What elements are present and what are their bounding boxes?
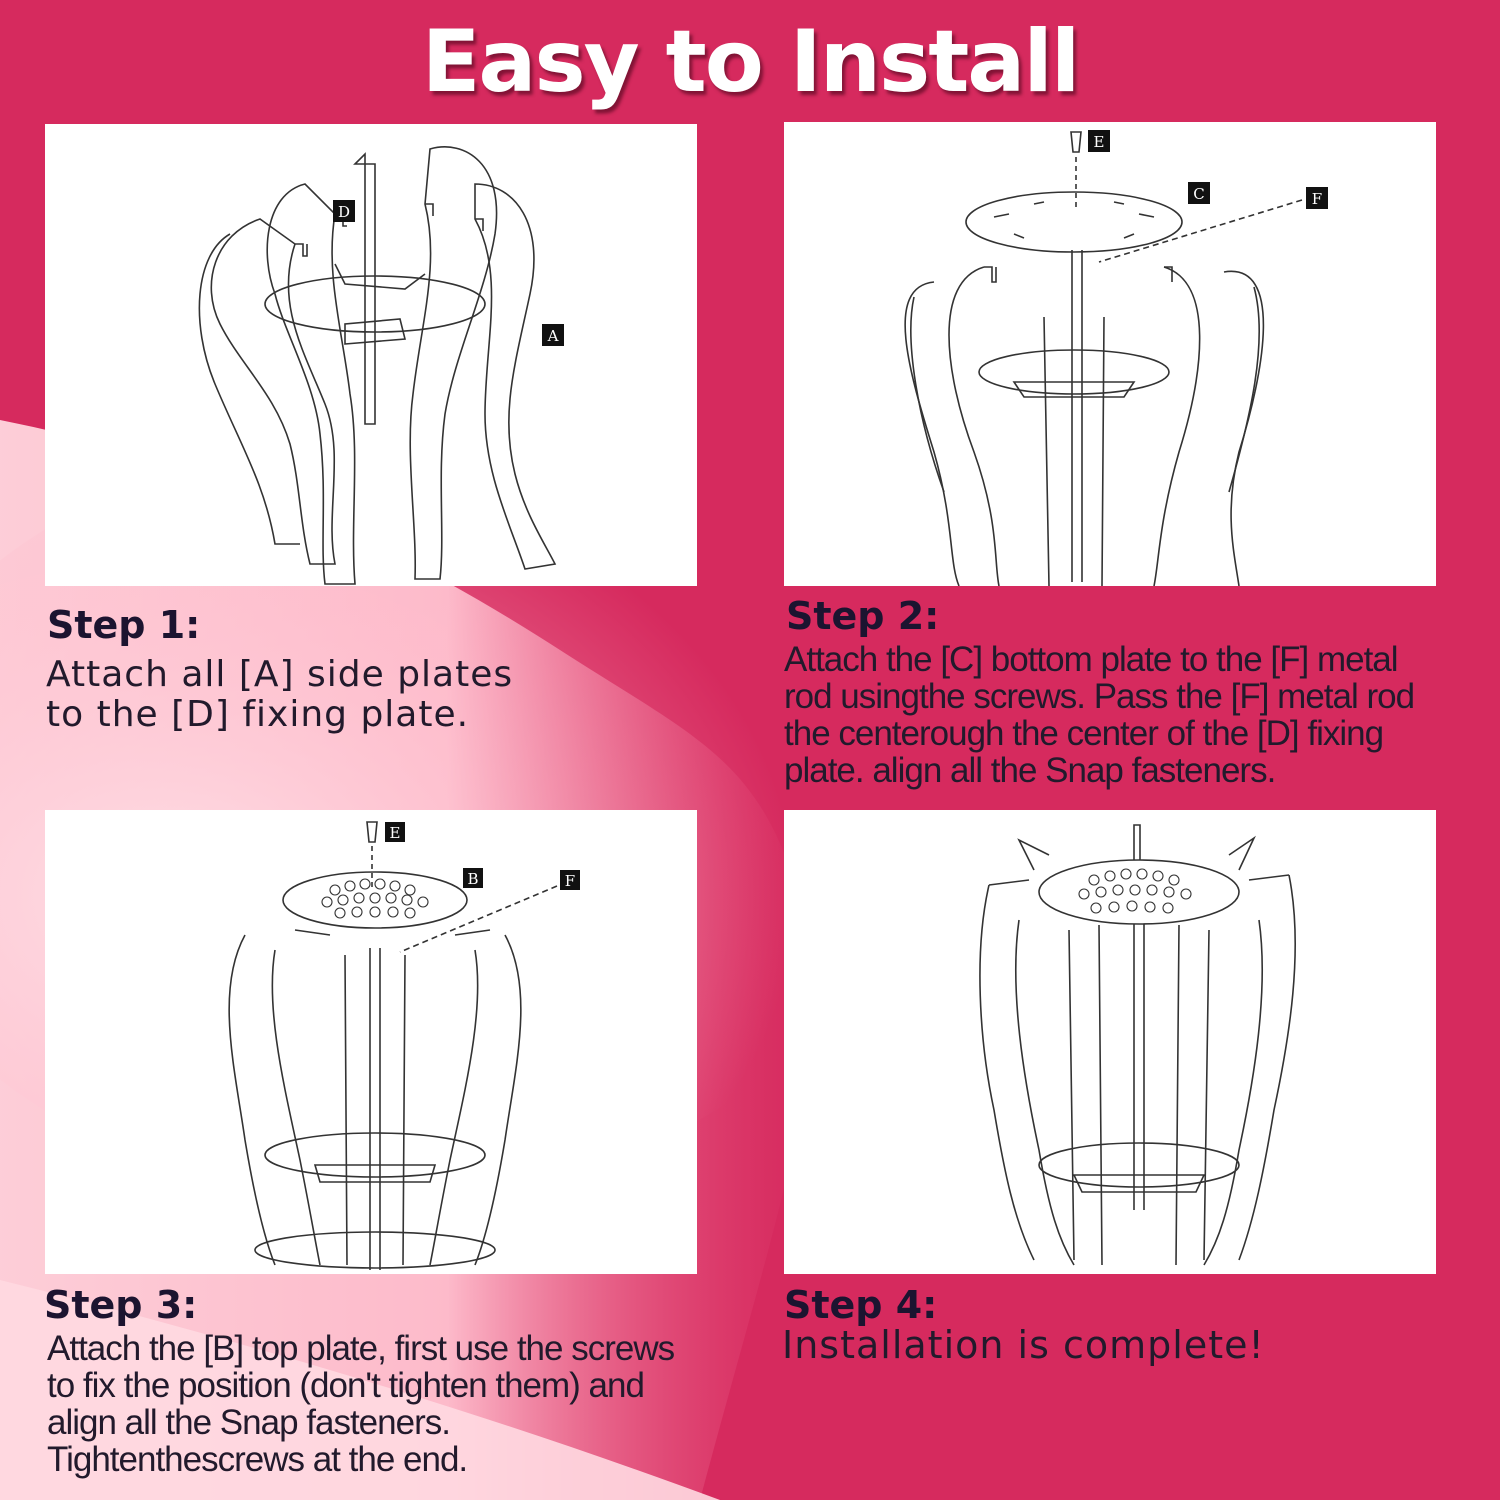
part-label-f: F [565, 872, 575, 890]
step-3-line: Attach the [B] top plate, first use the … [47, 1329, 675, 1368]
step-3-illustration: E B F [45, 810, 697, 1274]
step-4-line: Installation is complete! [782, 1323, 1265, 1367]
part-label-f: F [1312, 190, 1322, 208]
step-1-description: Attach all [A] side plates to the [D] fi… [46, 654, 514, 736]
page-title: Easy to Install [421, 12, 1081, 112]
step-2-line: rod usingthe screws. Pass the [F] metal … [784, 677, 1415, 717]
step-4-description: Installation is complete! [782, 1326, 1265, 1364]
step-2-illustration: E C F [784, 122, 1436, 586]
step-1-heading: Step 1: [47, 603, 201, 647]
step-2-heading: Step 2: [786, 594, 940, 638]
step-3-line: to fix the position (don't tighten them)… [47, 1366, 645, 1406]
step-2-description: Attach the [C] bottom plate to the [F] m… [784, 640, 1415, 791]
step-4-heading: Step 4: [784, 1283, 938, 1327]
part-label-a: A [547, 327, 559, 345]
step-4-illustration [784, 810, 1436, 1274]
part-label-b: B [467, 870, 478, 888]
step-1-illustration: D A [45, 124, 697, 586]
part-label-e: E [390, 824, 401, 842]
part-label-c: C [1193, 185, 1204, 203]
step-2-line: the centerough the center of the [D] fix… [784, 714, 1384, 754]
step-1-line: to the [D] fixing plate. [46, 694, 470, 736]
step-3-line: Tightenthescrews at the end. [47, 1440, 468, 1480]
step-3-description: Attach the [B] top plate, first use the … [47, 1329, 675, 1480]
step-3-heading: Step 3: [44, 1283, 198, 1327]
step-2-line: plate. align all the Snap fasteners. [784, 751, 1276, 791]
part-label-e: E [1094, 133, 1105, 151]
step-3-line: align all the Snap fasteners. [47, 1403, 451, 1443]
step-2-line: Attach the [C] bottom plate to the [F] m… [784, 640, 1399, 679]
part-label-d: D [338, 203, 350, 221]
step-1-line: Attach all [A] side plates [46, 654, 514, 695]
